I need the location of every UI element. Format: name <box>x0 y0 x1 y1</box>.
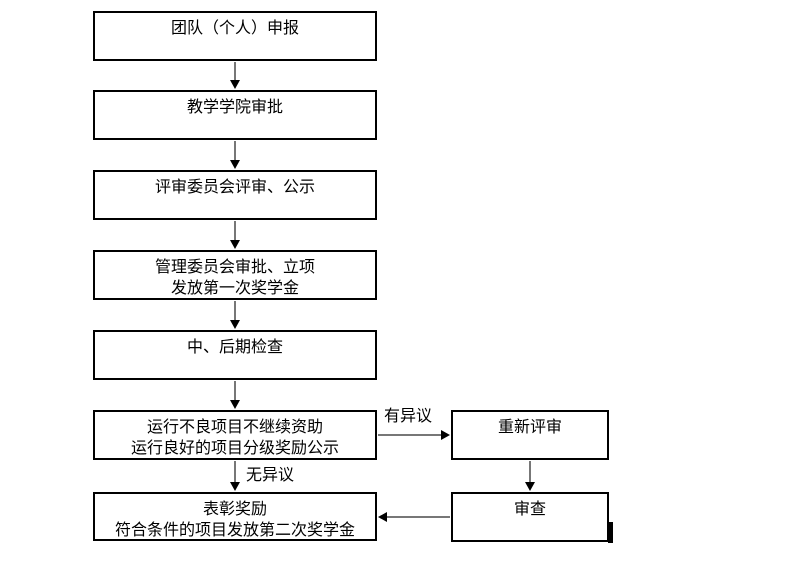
arrow-down-college-to-committee <box>230 141 240 169</box>
arrow-shaft <box>234 62 236 81</box>
label-objection: 有异议 <box>384 408 433 425</box>
arrow-head-icon <box>230 80 240 89</box>
arrow-shaft <box>234 221 236 241</box>
arrow-head-icon <box>230 482 240 491</box>
flow-box-text: 教学学院审批 <box>186 99 283 116</box>
arrow-head-icon <box>230 160 240 169</box>
flow-box-text: 重新评审 <box>497 419 562 436</box>
flow-box-text: 审查 <box>513 501 546 518</box>
arrow-head-icon <box>441 430 450 440</box>
flow-box-mid-late-inspection: 中、后期检查 <box>93 330 377 380</box>
flow-box-text: 表彰奖励 <box>202 501 267 518</box>
arrow-down-grading-to-commendation <box>230 461 240 491</box>
arrow-head-icon <box>378 512 387 522</box>
black-bar-artifact <box>608 522 613 543</box>
arrow-shaft <box>234 301 236 321</box>
flow-box-committee-review: 评审委员会评审、公示 <box>93 170 377 220</box>
flow-box-grading-publicity: 运行不良项目不继续资助 运行良好的项目分级奖励公示 <box>93 410 377 460</box>
flow-box-mgmt-approval: 管理委员会审批、立项 发放第一次奖学金 <box>93 250 377 300</box>
arrow-down-re-review-to-examine <box>525 461 535 491</box>
arrow-head-icon <box>230 400 240 409</box>
flow-box-text: 管理委员会审批、立项 <box>154 259 315 276</box>
flow-box-text: 运行良好的项目分级奖励公示 <box>130 440 339 457</box>
flow-box-text: 发放第一次奖学金 <box>170 280 299 297</box>
arrow-shaft <box>234 141 236 161</box>
arrow-down-inspection-to-grading <box>230 381 240 409</box>
flow-box-college-approval: 教学学院审批 <box>93 90 377 140</box>
flow-box-text: 运行不良项目不继续资助 <box>146 419 323 436</box>
arrow-head-icon <box>230 320 240 329</box>
arrow-head-icon <box>525 482 535 491</box>
flow-box-text: 符合条件的项目发放第二次奖学金 <box>114 522 355 539</box>
flow-box-text: 中、后期检查 <box>186 339 283 356</box>
flow-box-commendation: 表彰奖励 符合条件的项目发放第二次奖学金 <box>93 492 377 541</box>
flow-box-text: 评审委员会评审、公示 <box>154 179 315 196</box>
arrow-left-examine-to-commendation <box>378 512 450 522</box>
arrow-head-icon <box>230 240 240 249</box>
arrow-shaft <box>387 516 450 518</box>
flow-box-re-review: 重新评审 <box>451 410 609 460</box>
arrow-down-application-to-college <box>230 62 240 89</box>
label-no-objection: 无异议 <box>246 467 295 484</box>
arrow-shaft <box>378 434 441 436</box>
arrow-shaft <box>529 461 531 483</box>
arrow-down-mgmt-to-inspection <box>230 301 240 329</box>
arrow-shaft <box>234 381 236 401</box>
arrow-right-grading-to-re-review <box>378 430 450 440</box>
arrow-shaft <box>234 461 236 483</box>
flow-box-examine: 审查 <box>451 492 609 542</box>
flow-box-team-application: 团队（个人）申报 <box>93 11 377 61</box>
arrow-down-committee-to-mgmt <box>230 221 240 249</box>
flow-box-text: 团队（个人）申报 <box>170 20 299 37</box>
